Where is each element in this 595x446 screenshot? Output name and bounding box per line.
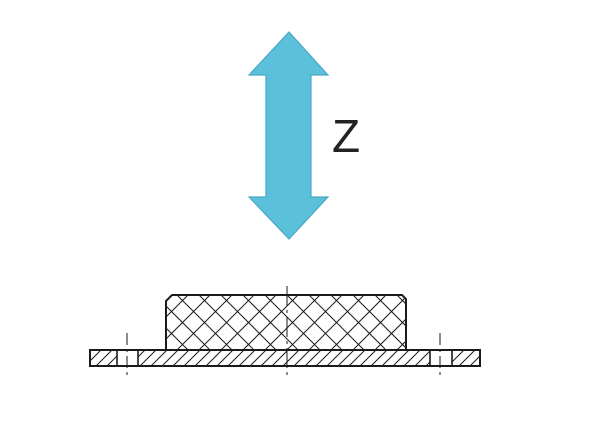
hatch-line: [414, 350, 432, 366]
hatch-line: [359, 350, 377, 366]
hatch-line: [238, 350, 256, 366]
hatch-line: [293, 350, 311, 366]
hatch-line: [352, 295, 406, 350]
centerlines: [126, 286, 441, 379]
z-axis-label: Z: [332, 110, 360, 162]
hatch-line: [308, 295, 365, 350]
hatch-line: [194, 350, 212, 366]
hatch-line: [315, 350, 333, 366]
hatch-line: [492, 350, 508, 366]
boss-section: [89, 294, 518, 350]
hatch-line: [90, 350, 91, 351]
hatch-line: [183, 350, 201, 366]
hatch-line: [150, 350, 168, 366]
double-arrow-icon: [247, 31, 330, 240]
hatch-line: [205, 350, 223, 366]
hatch-line: [441, 295, 496, 350]
hatch-line: [441, 295, 496, 350]
hatch-line: [95, 350, 113, 366]
hatch-line: [161, 350, 179, 366]
hatch-line: [469, 355, 480, 366]
hatch-line: [166, 295, 167, 350]
z-axis-arrow: [247, 31, 330, 240]
hatch-line: [458, 350, 476, 366]
base-plate-section: [63, 349, 519, 367]
hatch-line: [249, 350, 267, 366]
hatch-line: [370, 350, 388, 366]
hatch-line: [90, 350, 102, 362]
hatch-line: [139, 350, 157, 366]
hatch-line: [463, 295, 518, 350]
bolt-hole-right: [430, 351, 452, 365]
hatch-line: [403, 350, 421, 366]
hatch-line: [348, 350, 366, 366]
plate-outline: [89, 349, 481, 367]
hatch-line: [166, 295, 167, 350]
boss-hatching: [89, 295, 518, 350]
hatch-line: [166, 295, 211, 350]
hatch-line: [304, 350, 322, 366]
hatch-line: [481, 350, 497, 366]
hatch-line: [172, 350, 190, 366]
hatch-line: [63, 350, 79, 366]
hatch-line: [286, 295, 343, 350]
hatch-line: [374, 295, 406, 350]
hatch-line: [463, 295, 518, 350]
hatch-line: [176, 295, 233, 350]
hatch-line: [271, 350, 289, 366]
hatch-line: [392, 350, 410, 366]
hatch-line: [264, 295, 321, 350]
hatch-line: [419, 295, 474, 350]
hatch-line: [89, 295, 144, 350]
hatch-line: [260, 350, 278, 366]
hatch-line: [220, 295, 277, 350]
hatch-line: [381, 350, 399, 366]
hatch-line: [282, 350, 300, 366]
hatch-line: [326, 350, 344, 366]
hatch-line: [198, 295, 255, 350]
hatch-line: [166, 295, 189, 350]
hatch-line: [89, 295, 144, 350]
hatch-line: [330, 295, 387, 350]
hatch-line: [242, 295, 299, 350]
plate-hatching: [63, 350, 519, 366]
hatch-line: [166, 295, 189, 350]
hatch-line: [503, 350, 519, 366]
part-cross-section: [63, 286, 519, 379]
hatch-line: [337, 350, 355, 366]
hatch-line: [227, 350, 245, 366]
hatch-line: [216, 350, 234, 366]
hatch-line: [419, 295, 474, 350]
